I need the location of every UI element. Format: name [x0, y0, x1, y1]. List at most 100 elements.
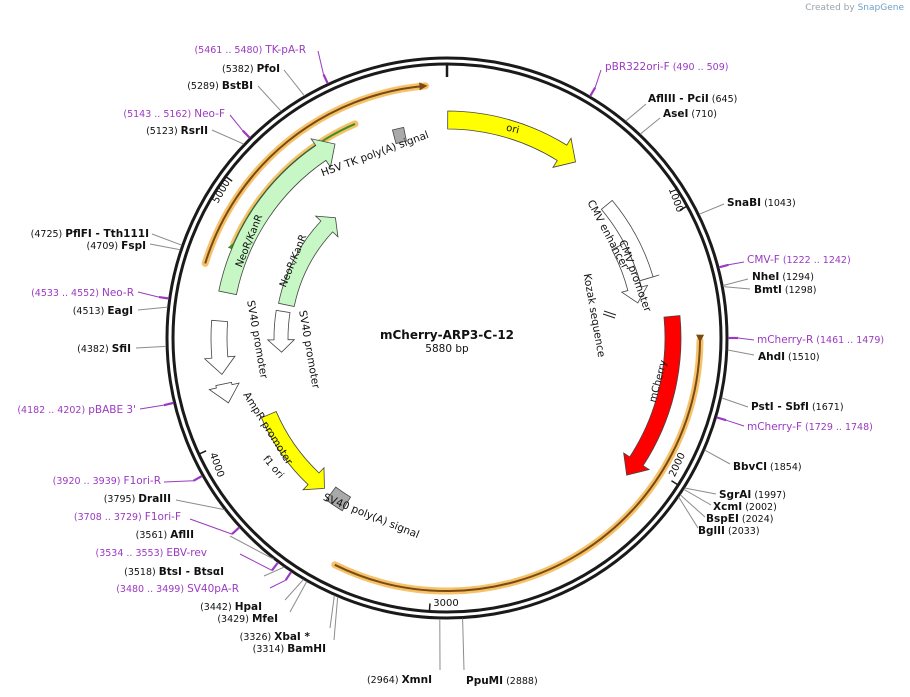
- primer-label-neo-f: (5143 .. 5162) Neo-F: [123, 108, 225, 120]
- site-leader: [699, 203, 725, 215]
- site-label-pfoi: (5382) PfoI: [222, 63, 280, 75]
- site-leader: [284, 579, 304, 601]
- site-leader: [137, 306, 168, 311]
- site-label-btsi: (3518) BtsI - BtsαI: [124, 566, 224, 578]
- primer-label-ebv-rev: (3534 .. 3553) EBV-rev: [95, 547, 207, 559]
- primer-leader: [239, 553, 273, 571]
- f1ori-arrow: [260, 410, 325, 491]
- site-label-bglii: BglII (2033): [698, 525, 760, 537]
- site-label-mfei: (3429) MfeI: [217, 613, 278, 625]
- site-leader: [283, 69, 305, 97]
- site-leader: [151, 233, 182, 246]
- site-label-afliii: AflIII - PciI (645): [648, 93, 737, 105]
- sv40-polya-box: [325, 486, 352, 512]
- primer-label-neo-r: (4533 .. 4552) Neo-R: [31, 287, 134, 299]
- kozak-mark: [602, 313, 616, 319]
- site-leader: [625, 103, 647, 122]
- site-leader: [462, 618, 465, 671]
- feature-label-sv40-promoter-inner: SV40 promoter: [296, 309, 322, 390]
- primer-label-tk-pa-r: (5461 .. 5480) TK-pA-R: [194, 44, 306, 56]
- primer-label-mcherry-r: mCherry-R (1461 .. 1479): [757, 334, 884, 346]
- tick-mark: [198, 450, 207, 455]
- primer-mark: [589, 86, 597, 97]
- primer-mark: [158, 296, 169, 300]
- site-leader: [723, 286, 751, 290]
- site-label-plfi: (4725) PflFI - Tth111I: [31, 228, 149, 240]
- tick-label: 3000: [433, 598, 458, 609]
- site-label-ppumi: PpuMI (2888): [466, 675, 538, 687]
- site-label-ahdi: AhdI (1510): [758, 351, 820, 363]
- site-label-bmti: BmtI (1298): [754, 284, 816, 296]
- primer-label-cmv-f: CMV-F (1222 .. 1242): [747, 254, 851, 266]
- primer-leader: [317, 50, 325, 75]
- hsv-tk-polya-box: [391, 126, 407, 145]
- feature-label-sv40-polya: SV40 poly(A) signal: [321, 491, 421, 541]
- primer-leader: [137, 291, 160, 298]
- backbone-outer: [165, 56, 729, 620]
- site-label-bspei: BspEI (2024): [706, 513, 773, 525]
- snapgene-watermark: Created by SnapGene: [805, 3, 904, 13]
- plasmid-length: 5880 bp: [425, 343, 469, 355]
- primer-mark: [271, 561, 279, 572]
- primer-leader: [725, 419, 745, 427]
- neor-outer-arrow: [218, 138, 336, 296]
- feature-label-kozak: Kozak sequence: [581, 273, 608, 359]
- site-label-psti: PstI - SbfI (1671): [751, 401, 844, 413]
- orf-neor-outer-line: [204, 82, 428, 264]
- kozak-mark: [603, 310, 617, 316]
- site-leader: [640, 117, 661, 135]
- site-label-eagi: (4513) EagI: [73, 305, 133, 317]
- site-leader: [684, 487, 717, 495]
- site-leader: [211, 129, 244, 145]
- primer-label-pbabe-3: (4182 .. 4202) pBABE 3': [17, 404, 136, 416]
- site-label-draiii: (3795) DraIII: [104, 493, 171, 505]
- primer-leader: [139, 404, 164, 410]
- primer-mark: [716, 416, 727, 422]
- site-label-xmni: (2964) XmnI: [367, 674, 432, 686]
- site-label-bbvci: BbvCI (1854): [733, 461, 802, 473]
- sv40-promoter-outer-arrow: [203, 319, 236, 375]
- primer-mark: [718, 263, 729, 269]
- site-label-bstbi: (5289) BstBI: [187, 80, 253, 92]
- site-label-sfii: (4382) SfiI: [77, 343, 131, 355]
- site-label-asei: AseI (710): [663, 108, 717, 120]
- primer-leader: [189, 518, 233, 535]
- site-leader: [257, 85, 282, 112]
- site-leader: [678, 496, 699, 529]
- tick-label: 1000: [666, 186, 685, 214]
- site-label-snabi: SnaBI (1043): [727, 197, 796, 209]
- tick-mark: [671, 480, 679, 486]
- site-label-aflii: (3561) AflII: [136, 529, 194, 541]
- primer-leader: [737, 337, 755, 341]
- orf-large-band: [331, 337, 704, 595]
- cmv-enhancer-arrow: [600, 199, 660, 283]
- primer-label-sv40pa-r: (3480 .. 3499) SV40pA-R: [116, 583, 239, 595]
- site-label-nhei: NheI (1294): [752, 271, 814, 283]
- primer-mark: [322, 74, 329, 85]
- cmv-promoter-arrow: [611, 242, 649, 304]
- tick-mark: [428, 603, 431, 612]
- primer-label-mcherry-f: mCherry-F (1729 .. 1748): [747, 421, 873, 433]
- site-label-fspi: (4709) FspI: [87, 240, 146, 252]
- site-label-rsrii: (5123) RsrII: [146, 125, 208, 137]
- primer-mark: [241, 129, 251, 139]
- primer-leader: [163, 480, 194, 483]
- site-leader: [175, 499, 225, 511]
- site-leader: [289, 581, 308, 613]
- primer-mark: [231, 526, 241, 535]
- site-label-xbai: (3326) XbaI *: [240, 631, 311, 643]
- site-leader: [721, 397, 749, 408]
- primer-label-f1ori-f: (3708 .. 3729) F1ori-F: [74, 511, 181, 523]
- site-label-bamhi: (3314) BamHI: [253, 643, 326, 655]
- primer-label-pbr322ori-f: pBR322ori-F (490 .. 509): [605, 61, 728, 73]
- primer-mark: [163, 401, 174, 407]
- sv40-promoter-inner-arrow: [266, 309, 296, 353]
- label-leaders: [135, 50, 755, 671]
- primer-label-f1ori-r: (3920 .. 3939) F1ori-R: [53, 475, 161, 487]
- site-leader: [135, 345, 167, 349]
- plasmid-name: mCherry-ARP3-C-12: [380, 328, 514, 342]
- tick-mark: [679, 205, 688, 211]
- orf-large-line: [334, 334, 705, 593]
- neor-inner-arrow: [278, 215, 339, 308]
- site-leader: [679, 494, 706, 518]
